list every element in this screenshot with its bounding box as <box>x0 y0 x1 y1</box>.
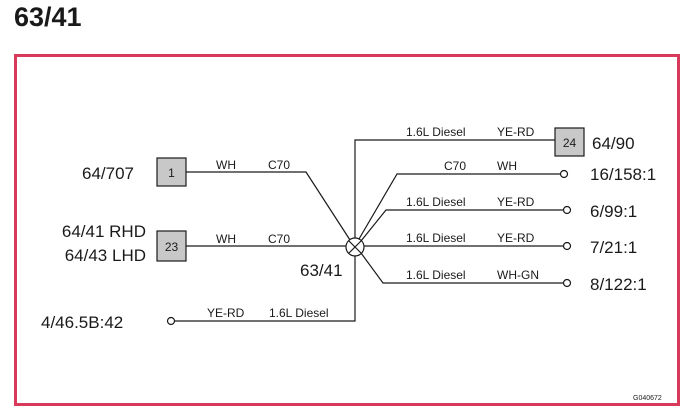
wire-left-1 <box>186 171 351 241</box>
connector-box-1 <box>156 157 187 187</box>
terminal-7-21-1: 7/21:1 1.6L Diesel YE-RD <box>406 231 637 257</box>
wire-color: YE-RD <box>207 306 245 320</box>
diagram-frame <box>14 54 680 406</box>
connector-box-number: 1 <box>168 166 175 180</box>
connector-box-23 <box>156 230 187 262</box>
wire-color: WH <box>497 159 517 173</box>
connector-box-24 <box>554 127 585 157</box>
connector-64-41: 23 64/41 RHD 64/43 LHD WH C70 <box>62 222 290 265</box>
wire-circuit: C70 <box>444 159 466 173</box>
wire-variant: 1.6L Diesel <box>269 306 329 320</box>
splice-label: 63/41 <box>300 261 343 280</box>
terminal-circle <box>166 316 176 326</box>
terminal-label: 8/122:1 <box>590 275 647 294</box>
terminal-circle <box>559 169 569 179</box>
wire-color: YE-RD <box>497 195 535 209</box>
wire-right-3 <box>360 209 563 242</box>
terminal-label: 4/46.5B:42 <box>41 313 123 332</box>
connector-64-90: 24 64/90 1.6L Diesel YE-RD <box>406 125 635 157</box>
terminal-4-46-5b-42: 4/46.5B:42 YE-RD 1.6L Diesel <box>41 306 329 332</box>
wire-variant: 1.6L Diesel <box>406 195 466 209</box>
splice <box>345 237 365 257</box>
terminal-circle <box>562 205 572 215</box>
figure-code: G040672 <box>633 395 662 402</box>
wire-color: WH-GN <box>497 268 539 282</box>
wire-color: YE-RD <box>497 125 535 139</box>
connector-label: 64/90 <box>592 134 635 153</box>
terminal-16-158-1: 16/158:1 C70 WH <box>444 159 656 184</box>
terminal-label: 7/21:1 <box>590 238 637 257</box>
terminal-label: 16/158:1 <box>590 165 656 184</box>
wire-variant: 1.6L Diesel <box>406 125 466 139</box>
connector-64-707: 1 64/707 WH C70 <box>82 157 290 187</box>
wire-circuit: C70 <box>268 232 290 246</box>
connector-label: 64/43 LHD <box>65 246 146 265</box>
terminal-circle <box>562 241 572 251</box>
wire-right-2 <box>358 173 560 240</box>
terminal-circle <box>562 278 572 288</box>
page-title: 63/41 <box>14 2 82 32</box>
wire-right-5 <box>360 252 563 284</box>
wire-circuit: C70 <box>268 158 290 172</box>
terminal-6-99-1: 6/99:1 1.6L Diesel YE-RD <box>406 195 637 221</box>
terminal-label: 6/99:1 <box>590 202 637 221</box>
connector-box-number: 24 <box>563 136 577 150</box>
wire-color: WH <box>216 232 236 246</box>
connector-box-number: 23 <box>165 240 179 254</box>
connector-label: 64/41 RHD <box>62 222 146 241</box>
wire-right-1 <box>354 139 555 238</box>
wire-variant: 1.6L Diesel <box>406 231 466 245</box>
connector-label: 64/707 <box>82 164 134 183</box>
wire-color: YE-RD <box>497 231 535 245</box>
terminal-8-122-1: 8/122:1 1.6L Diesel WH-GN <box>406 268 647 294</box>
wire-left-3 <box>175 256 356 322</box>
wire-variant: 1.6L Diesel <box>406 268 466 282</box>
wire-color: WH <box>216 158 236 172</box>
